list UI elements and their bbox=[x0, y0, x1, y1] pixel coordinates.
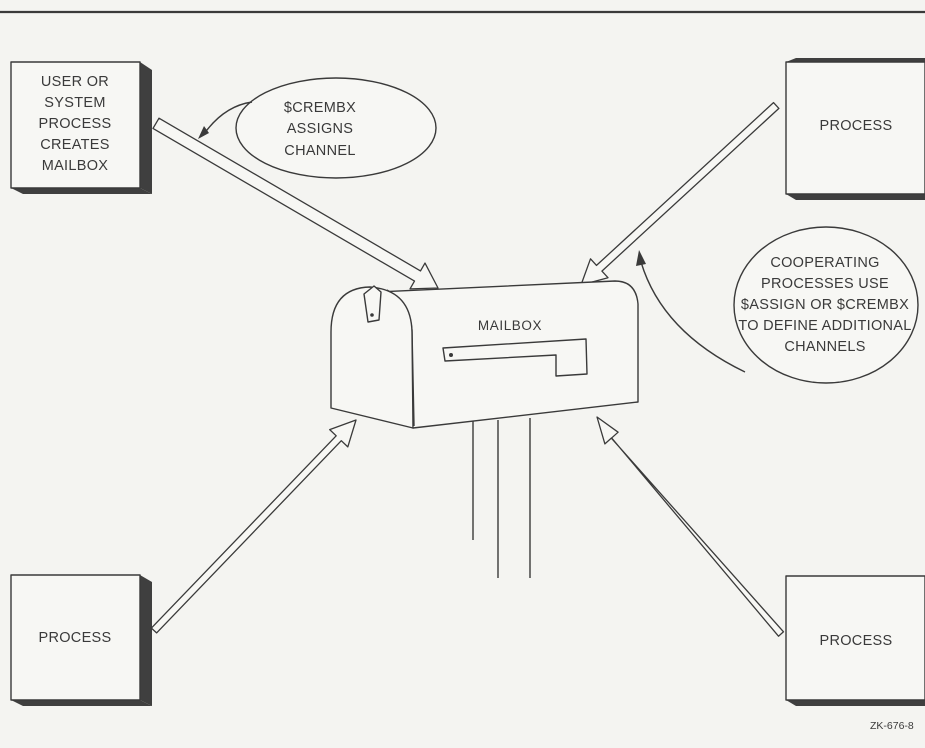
process-box-top-right-label: PROCESS bbox=[819, 118, 892, 134]
mailbox-flag-icon bbox=[363, 285, 382, 323]
mailbox-post bbox=[472, 418, 531, 578]
creator-box-line-1: USER OR bbox=[41, 74, 109, 90]
crembx-bubble-line-1: $CREMBX bbox=[284, 100, 356, 116]
crembx-bubble-line-3: CHANNEL bbox=[284, 143, 355, 159]
cooperating-bubble-line-2: PROCESSES USE bbox=[761, 276, 889, 292]
cooperating-bubble-line-3: $ASSIGN OR $CREMBX bbox=[741, 297, 909, 313]
mailbox: MAILBOX bbox=[330, 280, 639, 578]
mailbox-flag-slot bbox=[442, 338, 588, 377]
arrow-process-bottom-right-to-mailbox bbox=[596, 416, 785, 637]
creator-box: USER OR SYSTEM PROCESS CREATES MAILBOX bbox=[10, 61, 152, 194]
cooperating-bubble-line-4: TO DEFINE ADDITIONAL bbox=[738, 318, 911, 334]
process-box-top-right: PROCESS bbox=[785, 58, 925, 200]
cooperating-bubble-pointer bbox=[640, 261, 746, 373]
cooperating-bubble-line-1: COOPERATING bbox=[770, 255, 879, 271]
process-box-bottom-left: PROCESS bbox=[10, 574, 152, 706]
creator-box-line-4: CREATES bbox=[40, 137, 110, 153]
figure-id: ZK-676-8 bbox=[870, 720, 914, 732]
crembx-bubble-arrowhead bbox=[198, 126, 209, 139]
process-box-bottom-right: PROCESS bbox=[785, 575, 925, 706]
process-box-bottom-left-label: PROCESS bbox=[38, 630, 111, 646]
crembx-bubble-pointer bbox=[203, 101, 253, 135]
creator-box-line-3: PROCESS bbox=[38, 116, 111, 132]
arrow-creator-to-mailbox bbox=[152, 117, 439, 290]
creator-box-line-5: MAILBOX bbox=[42, 158, 109, 174]
cooperating-bubble: COOPERATING PROCESSES USE $ASSIGN OR $CR… bbox=[636, 226, 919, 384]
mailbox-label: MAILBOX bbox=[478, 318, 542, 333]
mailbox-door bbox=[330, 286, 414, 429]
arrow-process-bottom-left-to-mailbox bbox=[150, 419, 357, 634]
process-box-bottom-right-label: PROCESS bbox=[819, 633, 892, 649]
crembx-bubble-line-2: ASSIGNS bbox=[287, 121, 354, 137]
cooperating-bubble-arrowhead bbox=[636, 250, 646, 266]
arrow-process-top-right-to-mailbox bbox=[580, 101, 780, 286]
mailbox-body bbox=[377, 280, 639, 429]
cooperating-bubble-line-5: CHANNELS bbox=[784, 339, 865, 355]
crembx-bubble: $CREMBX ASSIGNS CHANNEL bbox=[198, 77, 437, 179]
creator-box-line-2: SYSTEM bbox=[44, 95, 105, 111]
